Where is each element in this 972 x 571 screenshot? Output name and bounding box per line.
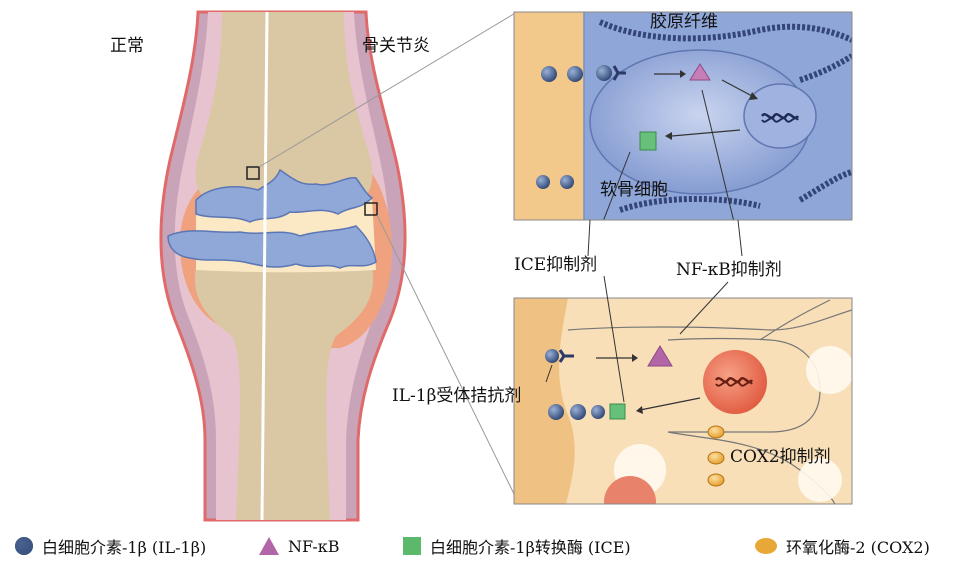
legend-item-il1b: 白细胞介素-1β (IL-1β) xyxy=(14,535,206,557)
legend-item-nfkb: NF-κB xyxy=(258,535,340,557)
extracellular-strip-top xyxy=(514,12,584,220)
cox2-oval-icon xyxy=(708,452,724,464)
legend-label: 白细胞介素-1β转换酶 (ICE) xyxy=(430,534,631,558)
ice-square-icon xyxy=(402,536,422,556)
label-il1-receptor-antagonist: IL-1β受体拮抗剂 xyxy=(392,388,521,405)
label-chondrocyte: 软骨细胞 xyxy=(600,182,668,199)
legend: 白细胞介素-1β (IL-1β) NF-κB 白细胞介素-1β转换酶 (ICE)… xyxy=(0,527,972,563)
cox2-oval-icon xyxy=(754,537,778,555)
synovium-panel xyxy=(514,298,854,528)
legend-item-cox2: 环氧化酶-2 (COX2) xyxy=(754,535,930,557)
il1b-sphere-icon xyxy=(591,405,605,419)
il1b-sphere-icon xyxy=(560,175,574,189)
il1b-sphere-icon xyxy=(545,349,559,363)
label-cox2-inhibitor: COX2抑制剂 xyxy=(730,449,831,466)
ice-square-icon xyxy=(610,404,625,419)
legend-label: NF-κB xyxy=(288,537,340,556)
il1b-sphere-icon xyxy=(570,404,586,420)
nfkb-triangle-icon xyxy=(258,536,280,556)
ice-square-icon xyxy=(640,132,656,150)
il1b-sphere-icon xyxy=(548,404,564,420)
il1b-sphere-icon xyxy=(536,175,550,189)
label-normal: 正常 xyxy=(110,38,144,55)
legend-label: 环氧化酶-2 (COX2) xyxy=(786,534,930,558)
il1b-sphere-icon xyxy=(596,65,612,81)
label-ice-inhibitor: ICE抑制剂 xyxy=(514,257,597,274)
chondrocyte-panel xyxy=(514,12,852,255)
label-nfkb-inhibitor: NF-κB抑制剂 xyxy=(676,262,782,279)
il1b-sphere-icon xyxy=(541,66,557,82)
label-collagen-fiber: 胶原纤维 xyxy=(650,14,718,31)
legend-label: 白细胞介素-1β (IL-1β) xyxy=(42,534,206,558)
connector-line-bottom xyxy=(377,215,517,500)
il1b-sphere-icon xyxy=(14,536,34,556)
label-osteoarthritis: 骨关节炎 xyxy=(362,38,430,55)
il1b-sphere-icon xyxy=(567,66,583,82)
knee-joint xyxy=(161,12,517,520)
legend-item-ice: 白细胞介素-1β转换酶 (ICE) xyxy=(402,535,631,557)
cox2-oval-icon xyxy=(708,426,724,438)
cox2-oval-icon xyxy=(708,474,724,486)
